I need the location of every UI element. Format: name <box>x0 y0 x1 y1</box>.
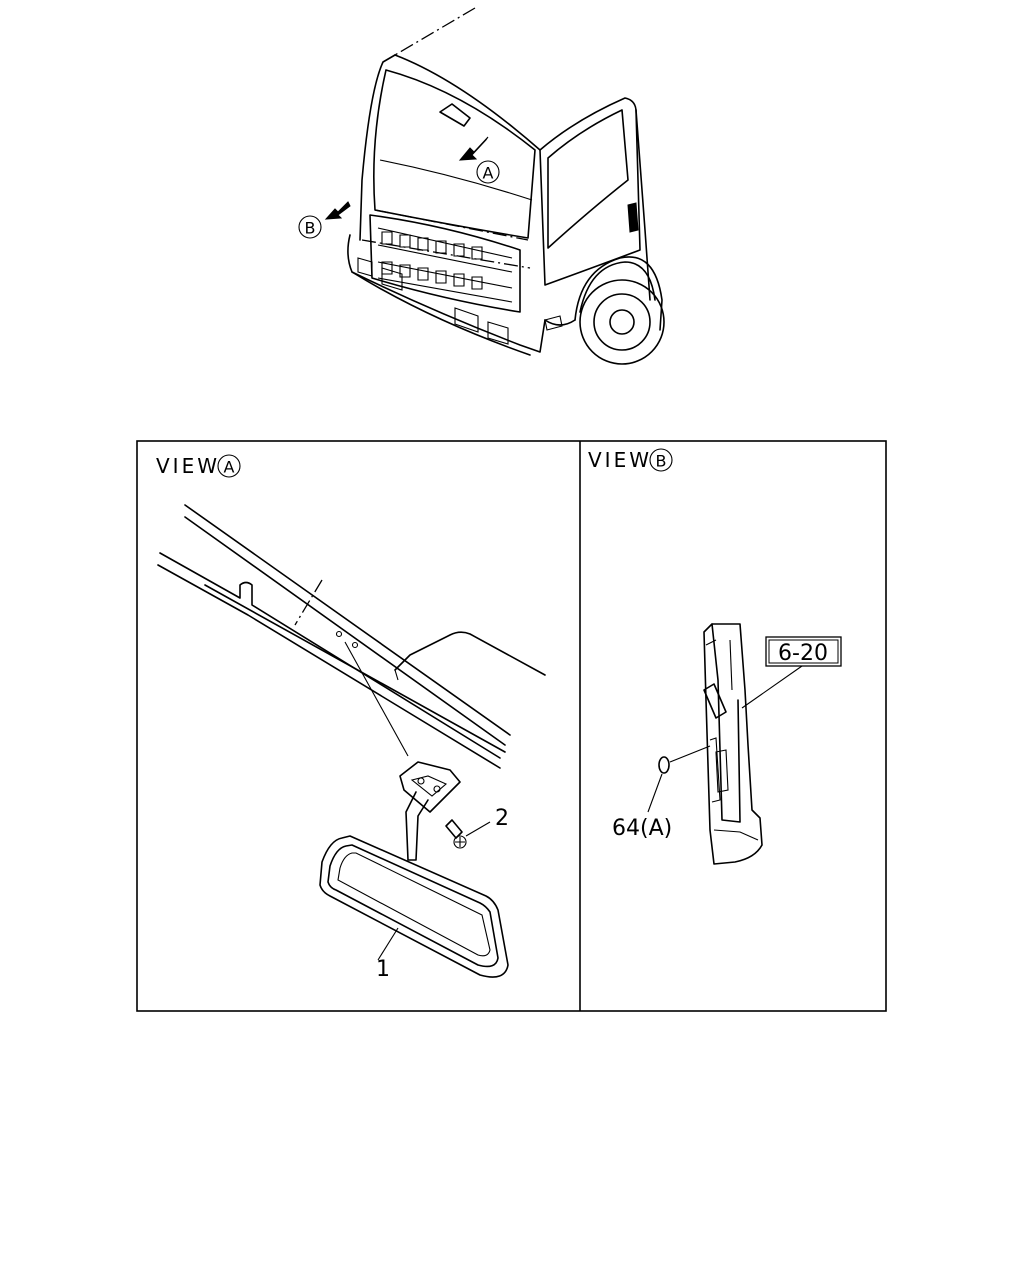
mirror-bracket <box>399 761 461 861</box>
arrow-a-icon <box>458 136 489 161</box>
detail-frame <box>136 440 887 1012</box>
leader-2 <box>465 821 491 837</box>
view-b-pillar <box>703 623 763 865</box>
leader-64 <box>647 773 663 813</box>
part-label-2: 2 <box>495 806 509 831</box>
mirror-glass <box>319 835 509 978</box>
grommet-64 <box>658 756 670 774</box>
part-label-64: 64(A) <box>612 816 672 841</box>
callout-b-letter: B <box>305 219 316 238</box>
callout-b: B <box>298 215 322 239</box>
view-b-label: VIEW <box>588 448 652 472</box>
arrow-b-icon <box>324 201 351 220</box>
callout-a: A <box>476 160 500 184</box>
leader-64-pillar <box>669 745 711 763</box>
view-b-heading: VIEW B <box>588 448 673 472</box>
ref-box-label: 6-20 <box>778 641 828 666</box>
grille-slots <box>381 231 483 290</box>
leader-6-20 <box>741 665 803 709</box>
truck-cab-illustration <box>324 7 665 365</box>
view-a-roof-panel <box>157 504 546 769</box>
mount-leader <box>344 641 409 757</box>
callout-a-letter: A <box>483 164 494 183</box>
screw-2 <box>445 819 467 849</box>
view-a-heading: VIEW A <box>156 454 241 478</box>
leader-1 <box>377 927 399 961</box>
part-label-1: 1 <box>376 957 390 982</box>
view-a-label: VIEW <box>156 454 220 478</box>
view-a-letter: A <box>224 458 235 477</box>
view-b-letter: B <box>656 452 667 471</box>
ref-box-6-20: 6-20 <box>765 636 842 667</box>
